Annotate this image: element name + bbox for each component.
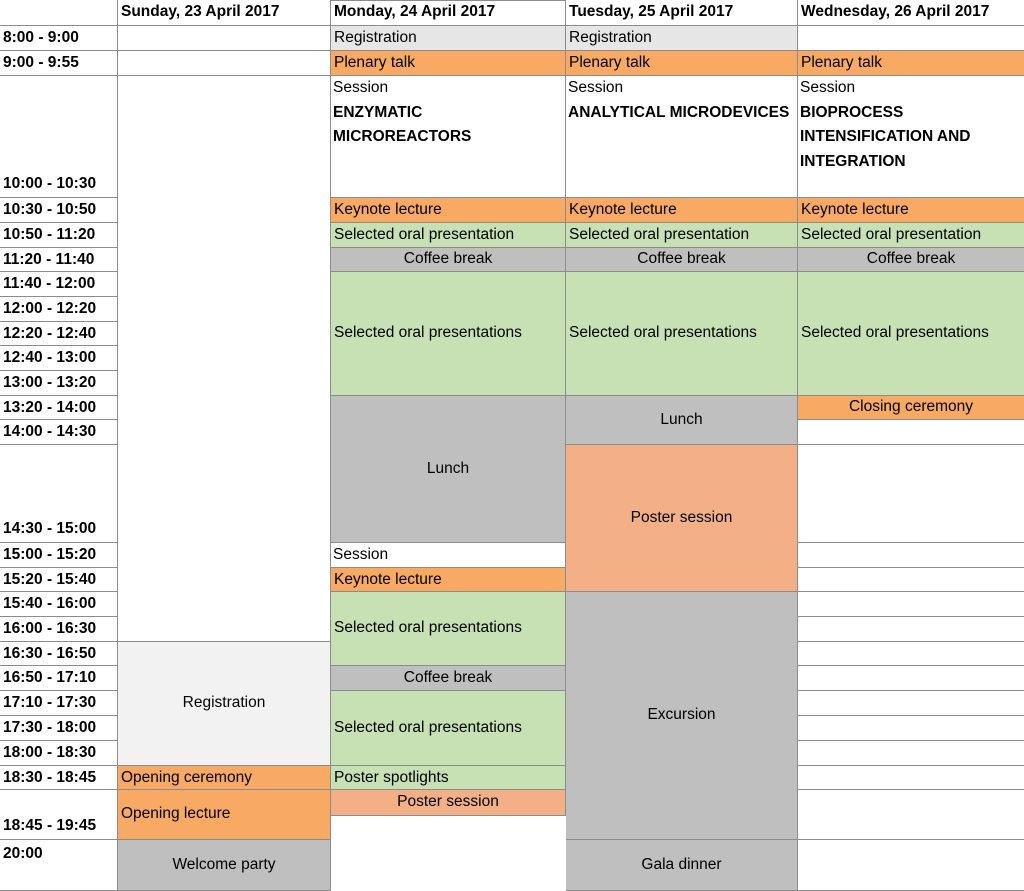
wed-empty-slot [798,666,1024,691]
wed-empty-slot [798,445,1024,543]
sun-registration: Registration [118,642,331,766]
time-slot: 12:20 - 12:40 [0,322,118,346]
session-title-line: ENZYMATIC [333,103,423,121]
wed-empty-slot [798,716,1024,741]
mon-lunch: Lunch [331,396,566,543]
time-slot: 14:30 - 15:00 [0,445,118,543]
mon-empty-evening [331,0,566,1]
header-corner [0,0,118,26]
tue-poster-session: Poster session [566,445,798,592]
wed-empty-slot [798,617,1024,642]
sun-opening-ceremony: Opening ceremony [118,766,331,790]
time-slot: 10:50 - 11:20 [0,223,118,248]
time-slot: 16:50 - 17:10 [0,666,118,691]
wed-empty-slot [798,420,1024,445]
time-slot: 10:00 - 10:30 [0,76,118,198]
time-slot: 17:10 - 17:30 [0,691,118,716]
tue-excursion: Excursion [566,592,798,840]
wed-empty-slot [798,790,1024,840]
wed-coffee: Coffee break [798,248,1024,272]
mon-selected-orals-morning: Selected oral presentations [331,272,566,396]
mon-coffee-morning: Coffee break [331,248,566,272]
time-slot: 15:00 - 15:20 [0,543,118,568]
tue-lunch: Lunch [566,396,798,445]
wed-empty-slot [798,543,1024,568]
mon-registration: Registration [331,26,566,51]
mon-selected-orals-late: Selected oral presentations [331,691,566,766]
session-title-line: ANALYTICAL MICRODEVICES [568,103,790,121]
mon-plenary: Plenary talk [331,51,566,76]
session-title-line: BIOPROCESS [800,103,904,121]
session-label: Session [333,79,389,96]
tue-selected-orals: Selected oral presentations [566,272,798,396]
time-slot: 11:20 - 11:40 [0,248,118,272]
wed-empty-slot [798,691,1024,716]
time-slot: 9:00 - 9:55 [0,51,118,76]
tue-coffee: Coffee break [566,248,798,272]
wed-empty [798,26,1024,51]
tue-keynote: Keynote lecture [566,198,798,223]
wed-empty-slot [798,741,1024,766]
wed-empty-evening [798,840,1024,891]
time-slot: 15:40 - 16:00 [0,592,118,617]
time-slot: 14:00 - 14:30 [0,420,118,445]
time-slot: 10:30 - 10:50 [0,198,118,223]
mon-session-afternoon: SessionCELLS WITHINMICRODEVICES [331,543,566,568]
sun-empty [118,51,331,76]
time-slot: 16:00 - 16:30 [0,617,118,642]
time-slot: 11:40 - 12:00 [0,272,118,297]
tue-gala-dinner: Gala dinner [566,840,798,891]
time-slot: 15:20 - 15:40 [0,568,118,592]
session-label: Session [568,79,624,96]
wed-selected-oral: Selected oral presentation [798,223,1024,248]
session-label: Session [333,546,389,563]
time-slot: 13:00 - 13:20 [0,371,118,396]
header-tuesday: Tuesday, 25 April 2017 [566,0,798,26]
wed-empty-slot [798,568,1024,592]
session-title-line: INTEGRATION [800,153,906,171]
wed-empty-slot [798,592,1024,617]
mon-selected-oral: Selected oral presentation [331,223,566,248]
wed-closing-ceremony: Closing ceremony [798,396,1024,420]
header-monday: Monday, 24 April 2017 [331,0,566,26]
time-slot: 18:45 - 19:45 [0,790,118,840]
session-label: Session [800,79,856,96]
wed-empty-slot [798,766,1024,790]
header-sunday: Sunday, 23 April 2017 [118,0,331,26]
mon-keynote-morning: Keynote lecture [331,198,566,223]
mon-selected-orals-afternoon: Selected oral presentations [331,592,566,666]
time-slot: 12:00 - 12:20 [0,297,118,322]
time-slot: 20:00 [0,840,118,891]
sun-empty-block [118,76,331,642]
wed-selected-orals: Selected oral presentations [798,272,1024,396]
tue-selected-oral: Selected oral presentation [566,223,798,248]
time-slot: 12:40 - 13:00 [0,346,118,371]
time-slot: 8:00 - 9:00 [0,26,118,51]
tue-plenary: Plenary talk [566,51,798,76]
mon-coffee-afternoon: Coffee break [331,666,566,691]
time-slot: 17:30 - 18:00 [0,716,118,741]
time-slot: 13:20 - 14:00 [0,396,118,420]
wed-keynote: Keynote lecture [798,198,1024,223]
time-slot: 18:30 - 18:45 [0,766,118,790]
mon-keynote-afternoon: Keynote lecture [331,568,566,592]
session-title-line: MICROREACTORS [333,128,472,146]
wed-empty-slot [798,642,1024,666]
sun-empty [118,26,331,51]
time-slot: 16:30 - 16:50 [0,642,118,666]
header-wednesday: Wednesday, 26 April 2017 [798,0,1024,26]
sun-welcome-party: Welcome party [118,840,331,891]
session-title-line: INTENSIFICATION AND [800,128,971,146]
time-slot: 18:00 - 18:30 [0,741,118,766]
tue-registration: Registration [566,26,798,51]
mon-poster-spotlights: Poster spotlights [331,766,566,790]
mon-poster-session: Poster session [331,790,566,816]
wed-plenary: Plenary talk [798,51,1024,76]
sun-opening-lecture: Opening lecture [118,790,331,840]
